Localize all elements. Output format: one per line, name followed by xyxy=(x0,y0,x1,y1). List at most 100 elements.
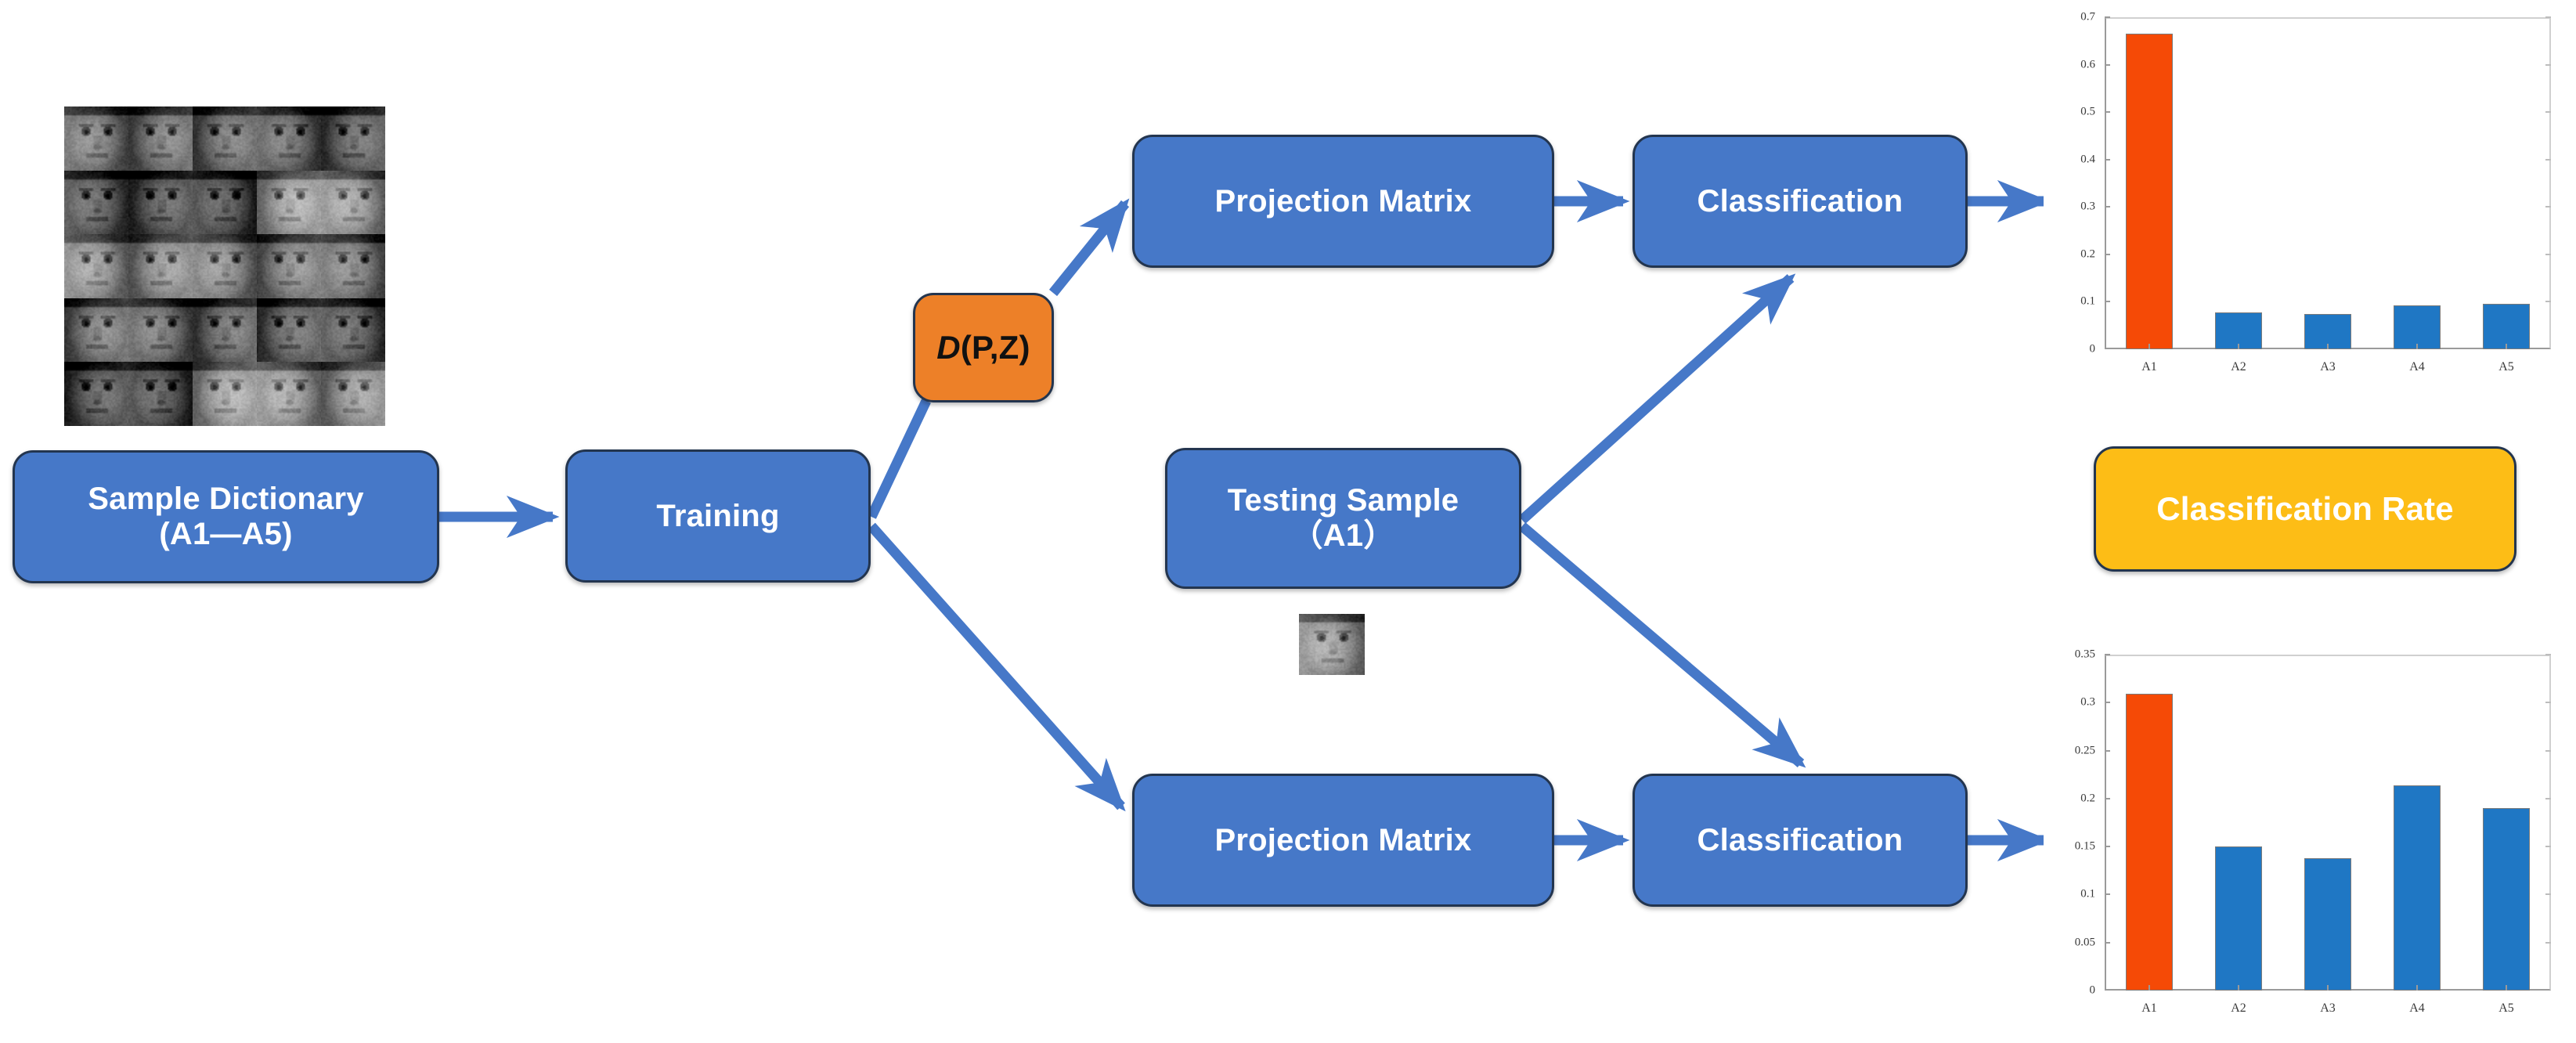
face-tile xyxy=(257,170,321,235)
face-tile xyxy=(64,362,128,426)
dpz-italic: D xyxy=(936,329,961,366)
y-axis-tick-label: 0.35 xyxy=(2074,648,2095,661)
y-axis-tick-mark xyxy=(2105,749,2110,752)
node-training[interactable]: Training xyxy=(565,449,871,583)
face-tile xyxy=(1299,614,1365,675)
x-axis-tick-label: A5 xyxy=(2498,360,2514,374)
y-axis-tick-mark-right xyxy=(2545,941,2551,944)
test-face-thumbnail xyxy=(1299,614,1365,675)
x-axis-tick-label: A5 xyxy=(2498,1001,2514,1015)
node-sample-dictionary[interactable]: Sample Dictionary (A1—A5) xyxy=(13,450,439,583)
testing-sample-line2: （A1） xyxy=(1291,518,1395,553)
y-axis-tick-label: 0.7 xyxy=(2080,10,2095,23)
x-axis-tick-mark xyxy=(2506,344,2507,349)
x-axis-tick-mark xyxy=(2148,344,2150,349)
testing-sample-line1: Testing Sample xyxy=(1227,483,1459,518)
y-axis-tick-label: 0.5 xyxy=(2080,105,2095,118)
chart-bar xyxy=(2304,857,2352,991)
arrow-testing-to-classification-top xyxy=(1518,273,1796,524)
y-axis-tick-mark xyxy=(2105,893,2110,896)
node-projection-matrix-bottom[interactable]: Projection Matrix xyxy=(1132,774,1554,907)
x-axis-tick-label: A2 xyxy=(2231,360,2246,374)
arrow-testing-to-classification-bottom xyxy=(1518,522,1806,768)
y-axis-tick-mark-right xyxy=(2545,16,2551,18)
classification-top-label: Classification xyxy=(1697,183,1903,218)
arrow-dpz-to-projection-top xyxy=(1048,198,1130,297)
line-training-to-dpz xyxy=(867,399,931,519)
face-tile xyxy=(128,234,193,298)
y-axis-tick-label: 0.4 xyxy=(2080,153,2095,166)
sample-dictionary-line2: (A1—A5) xyxy=(159,517,293,551)
y-axis-tick-mark-right xyxy=(2545,797,2551,799)
y-axis-tick-mark xyxy=(2105,16,2110,18)
x-axis-tick-label: A3 xyxy=(2320,360,2336,374)
y-axis-tick-mark-right xyxy=(2545,158,2551,161)
y-axis-tick-mark-right xyxy=(2545,846,2551,848)
chart-bar xyxy=(2125,694,2174,991)
node-classification-top[interactable]: Classification xyxy=(1633,135,1968,268)
x-axis-tick-mark xyxy=(2327,985,2329,991)
face-tile xyxy=(321,298,385,363)
face-tile xyxy=(128,362,193,426)
chart-bar xyxy=(2214,846,2263,991)
face-tile xyxy=(257,106,321,171)
y-axis-tick-label: 0.05 xyxy=(2074,936,2095,949)
chart-bar xyxy=(2214,312,2263,349)
x-axis-tick-mark xyxy=(2506,985,2507,991)
node-testing-sample[interactable]: Testing Sample （A1） xyxy=(1165,448,1521,589)
chart-bar xyxy=(2304,313,2352,349)
y-axis-tick-mark xyxy=(2105,797,2110,799)
node-classification-rate[interactable]: Classification Rate xyxy=(2094,446,2516,572)
node-dpz[interactable]: D(P,Z) xyxy=(913,293,1054,402)
chart-bar xyxy=(2125,34,2174,349)
x-axis-tick-label: A4 xyxy=(2409,1001,2425,1015)
face-tile xyxy=(193,362,257,426)
projection-matrix-bottom-label: Projection Matrix xyxy=(1214,822,1472,857)
y-axis-tick-label: 0.1 xyxy=(2080,294,2095,308)
x-axis-tick-mark xyxy=(2148,985,2150,991)
y-axis-tick-label: 0.15 xyxy=(2074,839,2095,853)
chart-bar xyxy=(2393,305,2441,349)
face-tile xyxy=(193,106,257,171)
x-axis-tick-mark xyxy=(2238,344,2239,349)
y-axis-tick-mark-right xyxy=(2545,301,2551,303)
y-axis-tick-mark xyxy=(2105,654,2110,655)
face-tile xyxy=(64,298,128,363)
face-tile xyxy=(128,106,193,171)
y-axis-tick-mark xyxy=(2105,63,2110,66)
face-tile xyxy=(64,234,128,298)
projection-matrix-top-label: Projection Matrix xyxy=(1214,183,1472,218)
arrow-training-to-projection-bottom xyxy=(868,522,1126,812)
y-axis-tick-mark xyxy=(2105,206,2110,208)
face-tile xyxy=(321,234,385,298)
y-axis-tick-label: 0.3 xyxy=(2080,695,2095,709)
y-axis-tick-mark-right xyxy=(2545,654,2551,655)
face-tile xyxy=(193,298,257,363)
y-axis-tick-mark-right xyxy=(2545,702,2551,704)
x-axis-tick-label: A2 xyxy=(2231,1001,2246,1015)
classification-bottom-label: Classification xyxy=(1697,822,1903,857)
y-axis-tick-label: 0.6 xyxy=(2080,58,2095,71)
face-dictionary-mosaic xyxy=(64,106,385,426)
face-tile xyxy=(64,106,128,171)
node-projection-matrix-top[interactable]: Projection Matrix xyxy=(1132,135,1554,268)
sample-dictionary-line1: Sample Dictionary xyxy=(88,482,364,517)
x-axis-tick-label: A3 xyxy=(2320,1001,2336,1015)
y-axis-tick-mark xyxy=(2105,111,2110,114)
y-axis-tick-mark-right xyxy=(2545,111,2551,114)
y-axis-tick-mark xyxy=(2105,846,2110,848)
face-tile xyxy=(257,234,321,298)
x-axis-tick-label: A1 xyxy=(2141,1001,2157,1015)
y-axis-tick-label: 0 xyxy=(2089,983,2096,997)
y-axis-tick-mark xyxy=(2105,702,2110,704)
face-tile xyxy=(64,170,128,235)
node-classification-bottom[interactable]: Classification xyxy=(1633,774,1968,907)
y-axis-tick-label: 0.3 xyxy=(2080,200,2095,213)
x-axis-tick-label: A4 xyxy=(2409,360,2425,374)
x-axis-tick-mark xyxy=(2416,985,2418,991)
y-axis-tick-label: 0.1 xyxy=(2080,887,2095,900)
